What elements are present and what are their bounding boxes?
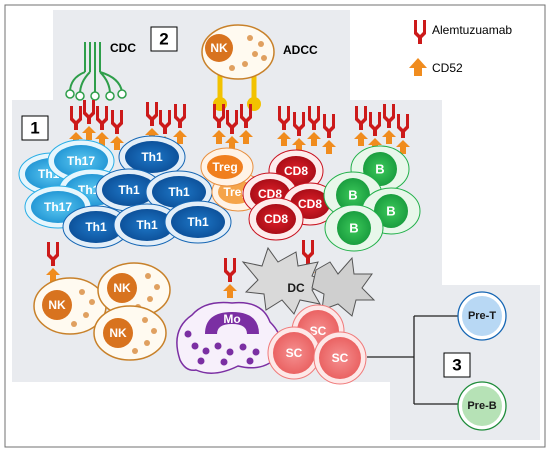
antibody-cd52-markers: [46, 100, 410, 298]
b-cell-cluster: B B B B: [323, 145, 421, 252]
svg-text:Th1: Th1: [187, 215, 209, 229]
box-2-background: [53, 10, 350, 105]
antibody-marker: [46, 242, 60, 282]
stem-cell-cluster: SC SC SC: [267, 304, 367, 385]
svg-text:Th1: Th1: [141, 150, 163, 164]
pre-b-cell: Pre-B: [457, 381, 507, 431]
antibody-marker: [354, 106, 368, 146]
svg-text:B: B: [386, 204, 395, 219]
nk-effector-cell: NK: [201, 24, 275, 111]
antibody-marker: [396, 114, 410, 154]
svg-text:Th1: Th1: [168, 185, 190, 199]
svg-text:Th1: Th1: [136, 218, 158, 232]
svg-text:NK: NK: [48, 298, 66, 312]
antibody-marker: [212, 104, 226, 144]
svg-text:B: B: [375, 162, 384, 177]
svg-text:Treg: Treg: [212, 160, 237, 174]
antibody-marker: [277, 106, 291, 146]
legend-alemtuzumab: Alemtuzuamab: [414, 20, 512, 44]
svg-text:SC: SC: [286, 346, 303, 360]
antibody-marker: [145, 102, 159, 142]
svg-text:NK: NK: [210, 41, 228, 55]
antibody-marker: [382, 104, 396, 144]
lineage-bracket: [367, 315, 458, 405]
antibody-marker: [110, 110, 124, 150]
antibody-marker: [82, 100, 96, 140]
svg-text:CD52: CD52: [432, 61, 463, 75]
svg-text:2: 2: [159, 30, 168, 49]
antibody-marker: [307, 106, 321, 146]
svg-text:NK: NK: [109, 326, 127, 340]
svg-text:SC: SC: [310, 324, 327, 338]
svg-text:Th17: Th17: [67, 154, 95, 168]
dendritic-cell: DC: [241, 246, 376, 317]
antibody-marker: [225, 110, 239, 150]
svg-text:DC: DC: [287, 281, 305, 295]
svg-text:Treg: Treg: [223, 185, 248, 199]
antibody-marker: [173, 104, 187, 144]
box-3-number: 3: [443, 352, 471, 378]
svg-text:Th17: Th17: [44, 200, 72, 214]
monocyte-cell: Mo: [176, 301, 282, 374]
antibody-marker: [292, 112, 306, 152]
svg-text:SC: SC: [332, 351, 349, 365]
svg-text:1: 1: [30, 119, 39, 138]
svg-text:3: 3: [452, 356, 461, 375]
svg-text:Pre-B: Pre-B: [467, 400, 496, 412]
svg-text:CD8: CD8: [264, 212, 288, 226]
svg-text:CD8: CD8: [298, 197, 322, 211]
svg-text:NK: NK: [113, 281, 131, 295]
nk-cluster: NK NK NK: [33, 262, 171, 361]
antibody-marker: [368, 112, 382, 152]
cdc-label: CDC: [110, 41, 136, 55]
antibody-marker: [69, 106, 83, 146]
antibody-marker: [223, 258, 237, 298]
svg-text:B: B: [349, 221, 358, 236]
cd8-cluster: CD8 CD8 CD8 CD8: [242, 149, 338, 241]
antibody-marker: [239, 104, 253, 144]
antibody-marker: [95, 106, 109, 146]
svg-text:CD8: CD8: [258, 187, 282, 201]
svg-text:Mo: Mo: [223, 312, 240, 326]
svg-text:Alemtuzuamab: Alemtuzuamab: [432, 23, 512, 37]
svg-text:B: B: [348, 188, 357, 203]
adcc-label: ADCC: [283, 43, 318, 57]
antibody-marker: [322, 114, 336, 154]
svg-text:Th1: Th1: [85, 220, 107, 234]
box-1-number: 1: [21, 115, 49, 141]
svg-text:Th1: Th1: [118, 183, 140, 197]
th1-cluster: Th1 Th1 Th1 Th1 Th1 Th1: [62, 135, 232, 249]
svg-text:Pre-T: Pre-T: [468, 310, 496, 322]
legend-cd52: CD52: [409, 58, 463, 76]
svg-text:CD8: CD8: [284, 164, 308, 178]
pre-t-cell: Pre-T: [457, 291, 507, 341]
box-2-number: 2: [150, 26, 178, 52]
